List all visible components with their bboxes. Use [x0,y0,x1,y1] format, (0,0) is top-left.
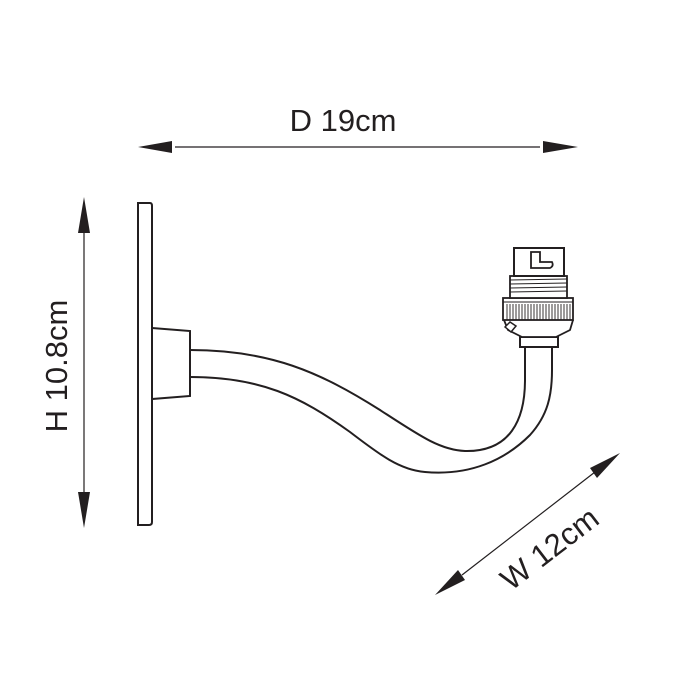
wall-light-fitting [137,202,574,526]
width-label: W 12cm [494,500,606,597]
socket-switch-lug-icon [503,321,518,334]
arrowhead-lower-left-icon [435,570,465,595]
arrowhead-left-icon [138,141,172,153]
depth-dimension: D 19cm [138,103,578,153]
lamp-holder-socket [502,247,574,348]
depth-label: D 19cm [290,103,397,138]
backplate [137,202,153,526]
bayonet-slot-icon [530,251,554,269]
thread-lines [509,278,568,293]
height-dimension: H 10.8cm [39,197,90,528]
arm-lower-edge [189,346,553,474]
socket-knurled-ring [502,297,574,321]
mount-block [151,326,191,401]
arm-upper-edge [189,346,526,453]
arrowhead-upper-right-icon [590,453,620,478]
width-dimension-line [461,471,596,576]
knurling-lines [503,301,573,320]
width-dimension: W 12cm [435,453,620,597]
socket-neck [519,336,559,348]
arrowhead-right-icon [543,141,578,153]
arrowhead-up-icon [78,197,90,233]
height-label: H 10.8cm [39,300,74,433]
arrowhead-down-icon [78,492,90,528]
